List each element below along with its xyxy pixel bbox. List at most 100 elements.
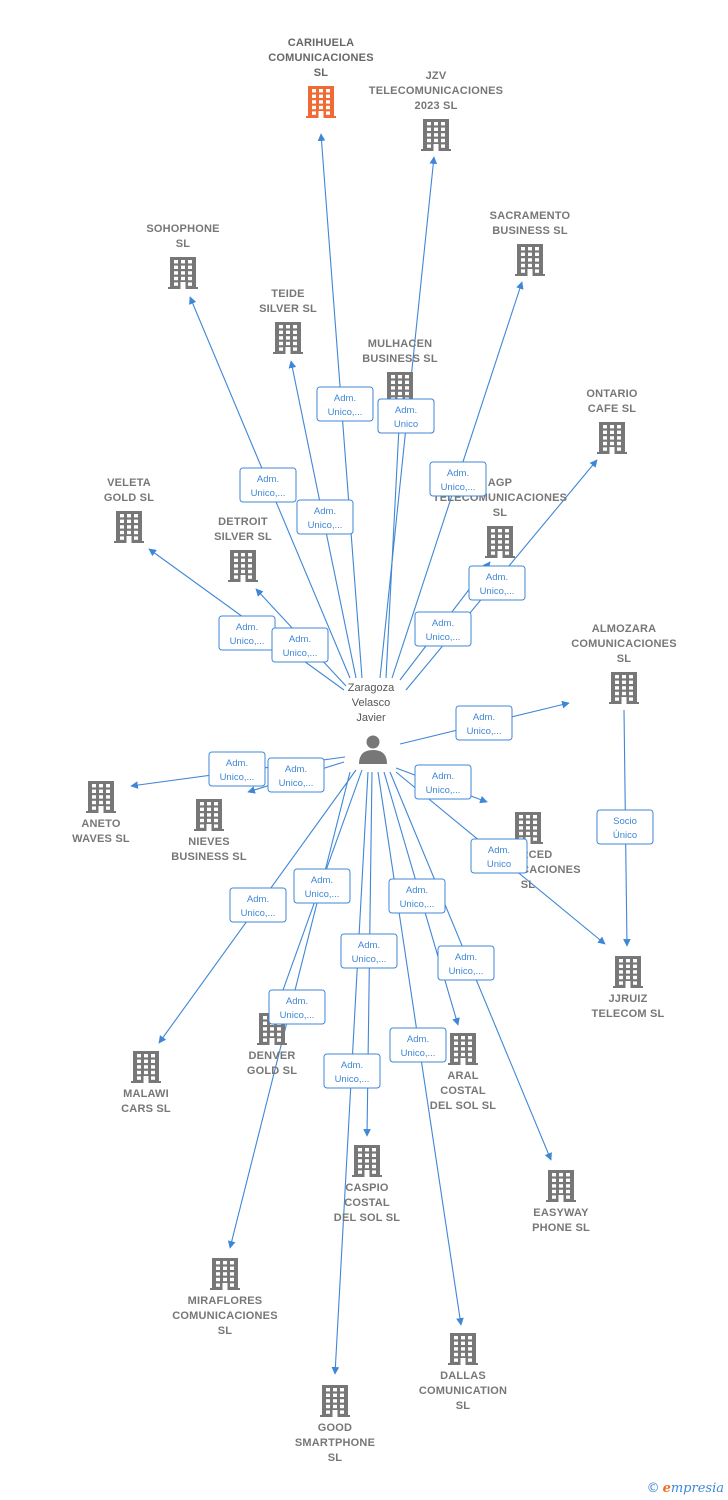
relation-label-miraflores[interactable]: Adm.Unico,... xyxy=(293,868,351,904)
relation-label-nieves[interactable]: Adm. Unico,... xyxy=(267,757,325,793)
brand-name: mpresia xyxy=(670,1481,724,1496)
company-name-line: 2023 SL xyxy=(415,100,458,112)
relation-label-text: Adm. xyxy=(341,1060,363,1071)
company-name-line: COMUNICATION xyxy=(419,1385,507,1397)
company-name-line: SL xyxy=(493,507,508,519)
building-icon xyxy=(352,1145,382,1177)
relation-label-jjruiz[interactable]: Adm.Unico xyxy=(470,838,528,874)
brand-initial: e xyxy=(662,1481,671,1496)
company-name-line: COSTAL xyxy=(344,1197,390,1209)
relation-label-box xyxy=(414,611,472,647)
company-name-line: TELECOM SL xyxy=(592,1008,665,1020)
relation-label-dallas[interactable]: Adm.Unico,... xyxy=(389,1027,447,1063)
building-icon xyxy=(306,86,336,118)
company-name-line: MALAWI xyxy=(123,1088,169,1100)
building-icon xyxy=(515,244,545,276)
building-icon xyxy=(597,422,627,454)
relation-label-text: Adm. xyxy=(311,875,333,886)
relation-label-box xyxy=(470,838,528,874)
company-name-line: SL xyxy=(521,879,536,891)
relation-label-text: Adm. xyxy=(314,506,336,517)
relation-label-merced[interactable]: Adm.Unico,... xyxy=(414,764,472,800)
relation-label-text: Unico,... xyxy=(467,726,502,737)
empresia-watermark[interactable]: ©empresia xyxy=(647,1481,724,1496)
relation-label-carihuela[interactable]: Adm.Unico,... xyxy=(316,386,374,422)
company-name-line: JZV xyxy=(426,70,447,82)
company-name-line: TELECOMUNICACIONES xyxy=(369,85,503,97)
company-node-aneto[interactable]: ANETO WAVES SL xyxy=(72,781,130,845)
relation-label-teide[interactable]: Adm.Unico,... xyxy=(296,499,354,535)
relation-label-text: Unico,... xyxy=(280,1010,315,1021)
company-name-line: PHONE SL xyxy=(532,1222,590,1234)
relation-label-text: Adm. xyxy=(406,885,428,896)
relation-label-text: Unico,... xyxy=(449,966,484,977)
building-icon xyxy=(609,672,639,704)
company-name-line: ARAL xyxy=(447,1070,478,1082)
relation-label-sacramento[interactable]: Adm.Unico,... xyxy=(429,461,487,497)
relation-label-detroit[interactable]: Adm.Unico,... xyxy=(271,627,329,663)
relation-label-easyway[interactable]: Adm.Unico,... xyxy=(437,945,495,981)
relation-label-box xyxy=(323,1053,381,1089)
relation-label-box xyxy=(388,878,446,914)
relation-label-agp[interactable]: Adm.Unico,... xyxy=(468,565,526,601)
company-name-line: ONTARIO xyxy=(586,388,638,400)
person-name-line: Javier xyxy=(356,712,386,724)
relation-label-box xyxy=(208,751,266,787)
relation-label-text: Unico,... xyxy=(279,778,314,789)
relation-label-caspio[interactable]: Adm.Unico,... xyxy=(340,933,398,969)
relation-label-mulhacen[interactable]: Adm.Unico xyxy=(377,398,435,434)
relation-label-text: Adm. xyxy=(289,634,311,645)
person-icon xyxy=(359,735,387,764)
company-name-line: COMUNICACIONES xyxy=(571,638,676,650)
relation-label-box xyxy=(596,809,654,845)
company-name-line: WAVES SL xyxy=(72,833,130,845)
relation-label-text: Adm. xyxy=(285,764,307,775)
building-icon xyxy=(131,1051,161,1083)
relation-label-text: Único xyxy=(613,830,637,841)
company-name-line: ALMOZARA xyxy=(592,623,657,635)
edge-labels-layer: Adm.Unico,...Adm.Unico,...Adm.UnicoAdm.U… xyxy=(208,386,654,1089)
relation-label-malawi[interactable]: Adm.Unico,... xyxy=(229,887,287,923)
relation-label-almozara[interactable]: Adm.Unico,... xyxy=(455,705,513,741)
company-name-line: COMUNICACIONES xyxy=(268,52,373,64)
company-name-line: VELETA xyxy=(107,477,151,489)
relation-label-veleta[interactable]: Adm.Unico,... xyxy=(218,615,276,651)
relation-label-denver[interactable]: Adm.Unico,... xyxy=(268,989,326,1025)
company-node-jzv[interactable]: JZV TELECOMUNICACIONES 2023 SL xyxy=(369,70,503,151)
relation-label-box xyxy=(267,757,325,793)
relation-label-text: Unico,... xyxy=(441,482,476,493)
relation-label-text: Adm. xyxy=(236,622,258,633)
company-name-line: BUSINESS SL xyxy=(171,851,247,863)
relation-label-aneto[interactable]: Adm.Unico,... xyxy=(208,751,266,787)
relation-label-box xyxy=(293,868,351,904)
relation-label-aral[interactable]: Adm.Unico,... xyxy=(388,878,446,914)
relation-label-ontario[interactable]: Adm.Unico,... xyxy=(414,611,472,647)
relation-label-text: Unico,... xyxy=(241,908,276,919)
relation-label-good[interactable]: Adm.Unico,... xyxy=(323,1053,381,1089)
company-name-line: BUSINESS SL xyxy=(492,225,568,237)
company-name-line: GOOD xyxy=(318,1422,352,1434)
company-name-line: SOHOPHONE xyxy=(146,223,219,235)
relation-label-sohophone[interactable]: Adm.Unico,... xyxy=(239,467,297,503)
company-name-line: ANETO xyxy=(81,818,121,830)
